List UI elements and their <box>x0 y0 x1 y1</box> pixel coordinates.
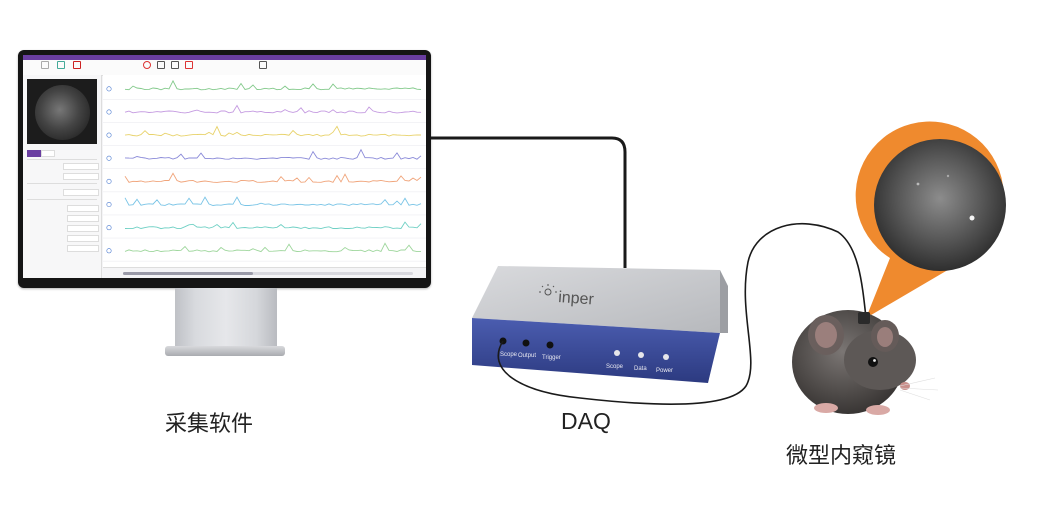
folder-icon <box>171 61 179 69</box>
trace-eye-icon <box>106 155 112 161</box>
led-label: Power <box>656 368 673 374</box>
miniscope-icon <box>858 312 870 324</box>
calcium-trace <box>124 148 422 160</box>
led-indicator <box>663 354 669 360</box>
trace-eye-icon <box>106 248 112 254</box>
monitor-stand-base <box>165 346 285 356</box>
divider <box>27 159 97 160</box>
trace-eye-icon <box>106 109 112 115</box>
trace-eye-icon <box>106 86 112 92</box>
led-label: Data <box>634 366 647 372</box>
scope-cable <box>497 222 867 405</box>
trace-eye-icon <box>106 178 112 184</box>
mouse-image <box>792 310 939 415</box>
fov-image <box>874 139 1006 271</box>
trace-eye-icon <box>106 225 112 231</box>
software-screen <box>23 55 426 278</box>
setting-field <box>67 205 99 212</box>
monitor <box>18 50 431 288</box>
camera-icon <box>157 61 165 69</box>
led-indicator <box>638 352 644 358</box>
sun-logo-icon <box>539 284 557 296</box>
record-icon <box>73 61 81 69</box>
trace-eye-icon <box>106 202 112 208</box>
output-port <box>522 339 530 347</box>
led-indicator <box>614 350 620 356</box>
marker-icon <box>185 61 193 69</box>
setting-field <box>63 173 99 180</box>
layout-icon <box>259 61 267 69</box>
tab-active <box>27 150 41 157</box>
daq-device: inper Scope Output Trigger Scope Data Po… <box>472 266 728 383</box>
trigger-icon <box>143 61 151 69</box>
setting-field <box>67 245 99 252</box>
setting-field <box>67 215 99 222</box>
setting-field <box>67 225 99 232</box>
fov-callout <box>855 121 1006 319</box>
timeline-scrollbar <box>103 267 426 278</box>
monitor-stand <box>175 288 277 348</box>
calcium-trace <box>124 104 422 114</box>
calcium-trace <box>124 196 422 206</box>
calcium-trace <box>124 172 422 183</box>
software-label: 采集软件 <box>165 412 254 437</box>
play-icon <box>57 61 65 69</box>
port-label: Output <box>518 353 536 359</box>
toolbar-icon <box>41 61 49 69</box>
daq-label: DAQ <box>561 408 611 434</box>
app-titlebar <box>23 55 426 60</box>
traces-svg <box>103 79 426 262</box>
port-label: Trigger <box>542 355 561 361</box>
calcium-trace <box>124 125 422 137</box>
setting-field <box>63 163 99 170</box>
calcium-trace <box>124 242 422 253</box>
setting-field <box>67 235 99 242</box>
calcium-trace <box>124 79 422 91</box>
divider <box>27 183 97 184</box>
daq-brand: inper <box>558 289 595 308</box>
setting-field <box>63 189 99 196</box>
port-label: Scope <box>500 352 518 358</box>
divider <box>27 199 97 200</box>
usb-cable <box>431 136 627 268</box>
led-label: Scope <box>606 364 624 370</box>
trace-plot <box>103 75 426 267</box>
calcium-trace <box>124 221 422 230</box>
left-panel <box>23 75 102 278</box>
tab <box>41 150 55 157</box>
trigger-port <box>546 341 554 349</box>
trace-eye-icon <box>106 132 112 138</box>
miniscope-label: 微型内窥镜 <box>786 444 897 469</box>
camera-preview <box>27 79 97 144</box>
